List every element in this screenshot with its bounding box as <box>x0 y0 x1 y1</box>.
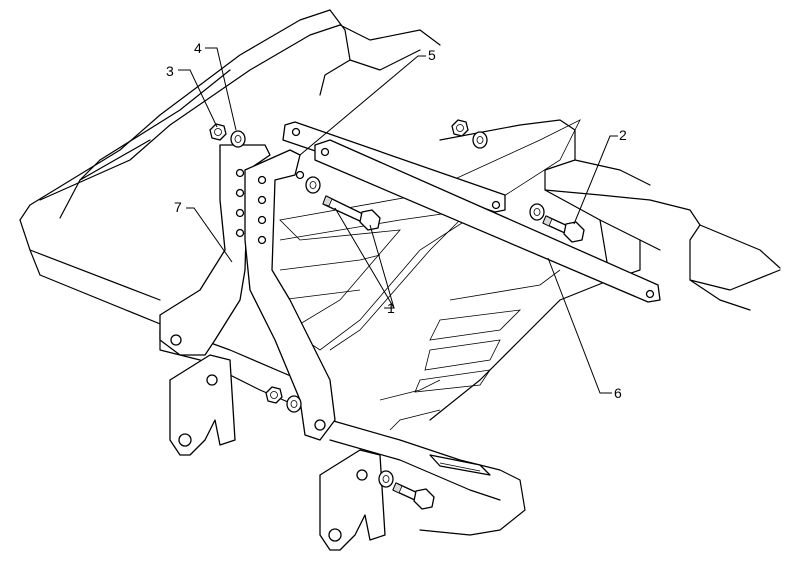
washer-mid <box>305 176 321 194</box>
strut-lower <box>314 139 661 303</box>
chevron-emblem <box>279 119 581 431</box>
nut-upper-right <box>451 119 488 149</box>
frame <box>19 9 781 536</box>
callout-1: 1 <box>387 300 395 316</box>
nut-3 <box>209 123 227 141</box>
lower-mount-right <box>319 449 386 551</box>
nut-lower-left <box>265 386 302 413</box>
callout-7: 7 <box>174 199 182 215</box>
bolt-lower-right <box>378 470 435 510</box>
bolt-2 <box>529 203 585 243</box>
bracket-rear <box>159 144 271 356</box>
washer-4 <box>230 130 246 148</box>
leader-lines <box>178 47 618 394</box>
bolt-1 <box>322 195 381 231</box>
strut-upper <box>282 121 506 213</box>
lower-mount-left <box>169 354 236 456</box>
callouts: 1 2 3 4 5 6 7 <box>166 40 627 401</box>
callout-5: 5 <box>428 47 436 63</box>
callout-2: 2 <box>619 127 627 143</box>
callout-3: 3 <box>166 63 174 79</box>
callout-6: 6 <box>614 385 622 401</box>
callout-4: 4 <box>194 40 202 56</box>
bracket-front <box>244 149 336 441</box>
